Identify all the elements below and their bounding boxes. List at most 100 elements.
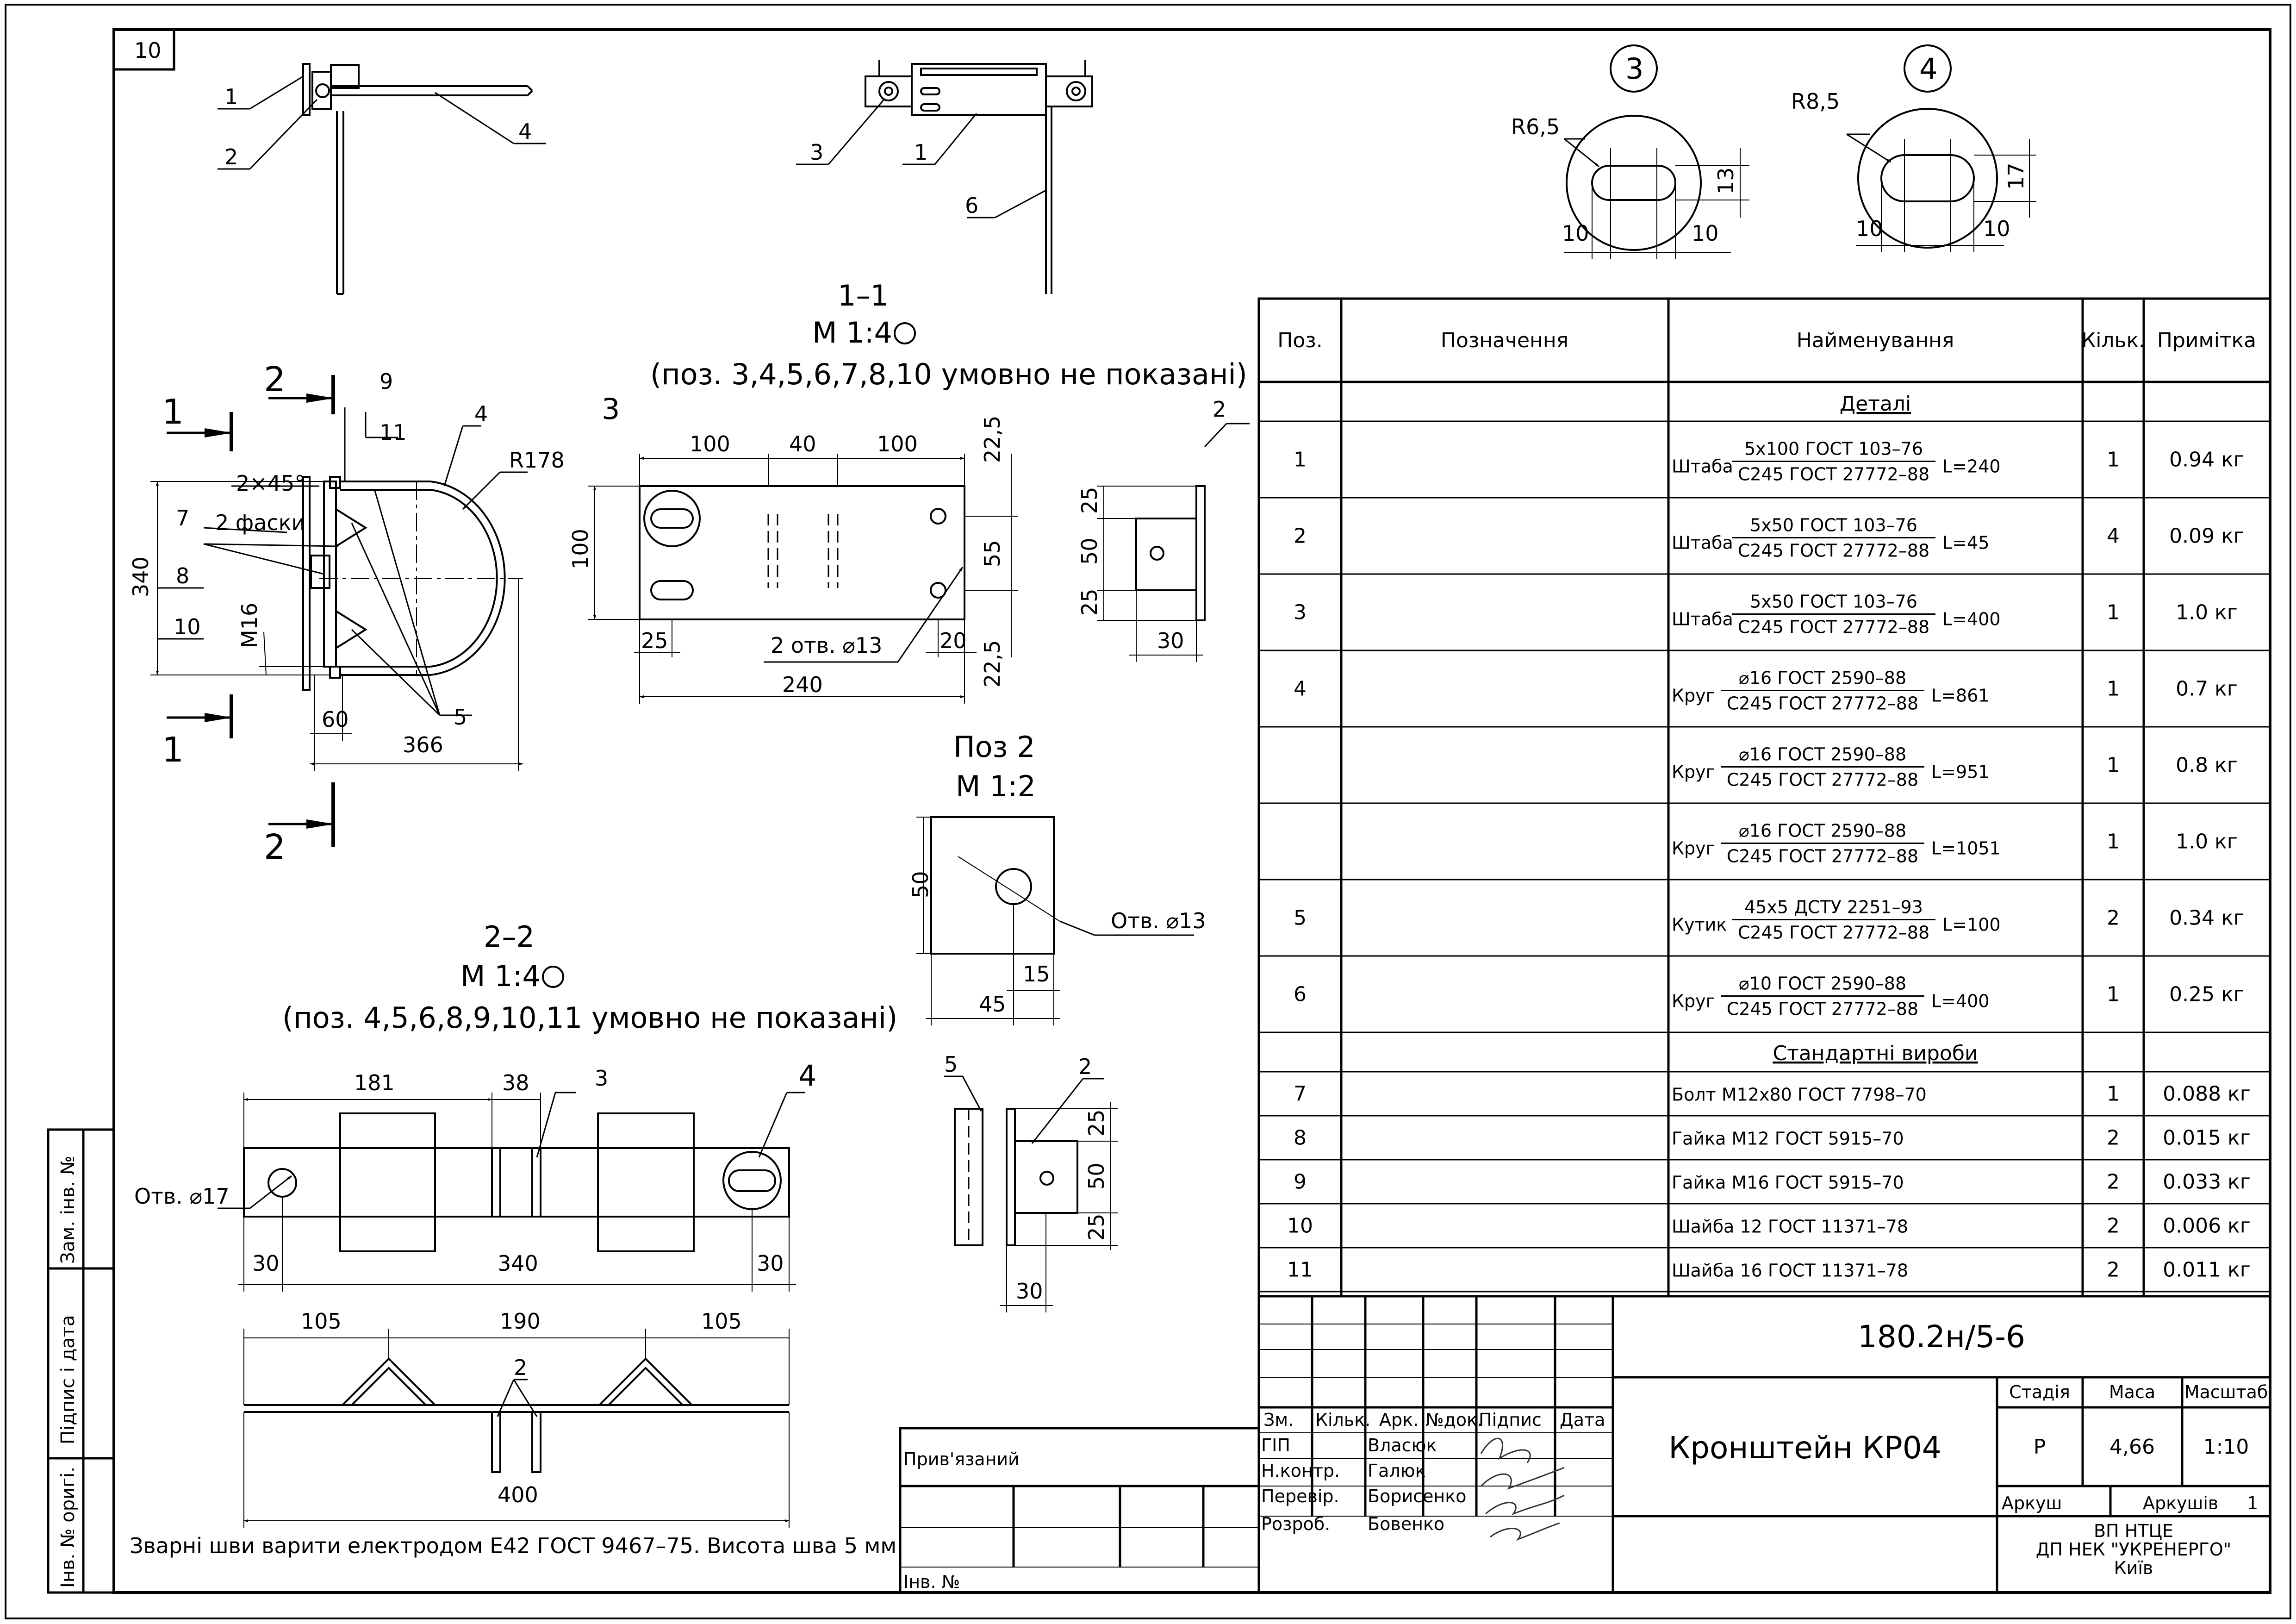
signatures — [1480, 1437, 1565, 1541]
tb-col-doc: №док. — [1425, 1410, 1483, 1430]
section-1-dims — [588, 454, 1018, 704]
detail-3-circle: 3 — [1625, 52, 1643, 86]
spec-row-spec-bottom: С245 ГОСТ 27772–88 — [1727, 999, 1918, 1019]
tb-sheet-label: Аркуш — [2002, 1493, 2062, 1513]
stamp-replace-inv: Зам. інв. № — [57, 1156, 79, 1264]
poz2-dim-15: 15 — [1023, 962, 1050, 987]
side2-dim-50: 50 — [1077, 537, 1102, 565]
s2-hole: Отв. ⌀17 — [134, 1184, 230, 1209]
detail-3 — [1564, 44, 1749, 259]
detail-4-left: 10 — [1856, 216, 1883, 241]
detail-4-right: 10 — [1983, 216, 2010, 241]
spec-row-spec-bottom: С245 ГОСТ 27772–88 — [1738, 464, 1929, 485]
spec-row-length: L=951 — [1931, 762, 1990, 782]
s2-callout-3: 3 — [595, 1066, 608, 1091]
section-2-note: (поз. 4,5,6,8,9,10,11 умовно не показані… — [282, 1001, 897, 1035]
tb-stage-label: Стадія — [2009, 1382, 2070, 1402]
s2-dim-105-right: 105 — [701, 1309, 742, 1334]
side5-dim-30: 30 — [1016, 1279, 1043, 1304]
cut-2-bottom: 2 — [264, 827, 286, 867]
tb-code: 180.2н/5-6 — [1858, 1319, 2025, 1355]
u-callout-9: 9 — [380, 369, 393, 394]
spec-row-spec-top: 5х100 ГОСТ 103–76 — [1744, 439, 1923, 459]
callout-1-top-b: 1 — [914, 140, 927, 165]
sheet-outer-border — [5, 4, 2291, 1619]
callout-4-top-a: 4 — [518, 119, 532, 144]
spec-header-qty: Кільк. — [2081, 329, 2145, 352]
s2-dim-400: 400 — [498, 1482, 538, 1507]
u-two-chamfers: 2 фаски — [215, 510, 305, 535]
poz2-plate — [930, 816, 1060, 955]
sheet-number-box — [112, 28, 175, 71]
side5-dim-25-top: 25 — [1084, 1109, 1109, 1137]
holes-note: 2 отв. ⌀13 — [771, 633, 882, 658]
section-1-scale: М 1:4 — [812, 316, 892, 350]
side-view-5-dims — [1000, 1102, 1118, 1312]
dim-22-5-bottom: 22,5 — [980, 640, 1005, 687]
spec-row-pos: 8 — [1294, 1126, 1307, 1150]
callout-1-top-a: 1 — [224, 84, 238, 109]
spec-row-qty: 2 — [2107, 1126, 2120, 1150]
spec-row-name: Шайба 16 ГОСТ 11371–78 — [1672, 1261, 1908, 1281]
spec-row-note: 0.34 кг — [2169, 906, 2244, 930]
side5-dim-25-bottom: 25 — [1084, 1213, 1109, 1241]
spec-row-qty: 1 — [2107, 754, 2120, 777]
spec-row-pos: 1 — [1294, 448, 1307, 472]
side2-dim-30: 30 — [1157, 628, 1184, 653]
tb-col-sheet: Арк. — [1379, 1410, 1419, 1430]
u-dim-366: 366 — [403, 732, 443, 757]
stamp-original-inv: Інв. № оригі. — [57, 1467, 79, 1588]
poz2-dims — [916, 817, 1194, 1025]
dim-22-5-top: 22,5 — [980, 416, 1005, 463]
top-view-b — [796, 60, 1093, 294]
tb-name-dev: Бовенко — [1368, 1514, 1444, 1534]
callout-6-top-b: 6 — [965, 193, 978, 218]
detail-3-left: 10 — [1562, 221, 1589, 246]
section-1-title: 1–1 — [838, 279, 889, 312]
side5-dim-50: 50 — [1084, 1162, 1109, 1190]
spec-row-name: Гайка М16 ГОСТ 5915–70 — [1672, 1173, 1904, 1193]
spec-row-pos: 4 — [1294, 677, 1307, 701]
spec-row-name: Гайка М12 ГОСТ 5915–70 — [1672, 1129, 1904, 1149]
cut-2-top: 2 — [264, 360, 286, 400]
spec-row-spec-bottom: С245 ГОСТ 27772–88 — [1727, 770, 1918, 790]
stamp-signature-date: Підпис і дата — [57, 1315, 79, 1444]
side-view-2-dims — [1097, 486, 1203, 662]
spec-row-spec-bottom: С245 ГОСТ 27772–88 — [1738, 923, 1929, 943]
u-callout-10: 10 — [174, 614, 201, 639]
spec-row-qty: 4 — [2107, 525, 2120, 548]
s2-callout-2: 2 — [514, 1355, 527, 1380]
spec-row-pos: 9 — [1294, 1170, 1307, 1194]
spec-row-pos: 2 — [1294, 525, 1307, 548]
tb-role-gip: ГІП — [1261, 1435, 1290, 1455]
spec-row-pos: 7 — [1294, 1082, 1307, 1106]
side-view-2 — [1135, 423, 1250, 621]
spec-row-spec-bottom: С245 ГОСТ 27772–88 — [1727, 693, 1918, 714]
spec-row-note: 0.09 кг — [2169, 525, 2244, 548]
spec-row-qty: 1 — [2107, 830, 2120, 854]
poz2-scale: М 1:2 — [956, 769, 1036, 803]
spec-header-pos: Поз. — [1277, 329, 1322, 352]
tb-col-zm: Зм. — [1263, 1410, 1294, 1430]
side2-dim-25-bottom: 25 — [1077, 588, 1102, 616]
tb-name-gip: Власюк — [1368, 1435, 1437, 1455]
weld-note: Зварні шви варити електродом Е42 ГОСТ 94… — [130, 1533, 903, 1558]
s2-dim-105-left: 105 — [301, 1309, 342, 1334]
tb-scale: 1:10 — [2203, 1435, 2249, 1459]
title-block-grid — [899, 1295, 2271, 1594]
spec-row-note: 0.015 кг — [2163, 1126, 2251, 1150]
dim-55: 55 — [980, 540, 1005, 567]
spec-row-qty: 2 — [2107, 1214, 2120, 1238]
spec-row-length: L=45 — [1942, 533, 1989, 553]
spec-row-name: Кутик — [1672, 915, 1727, 935]
spec-row-name: Круг — [1672, 991, 1715, 1012]
s2-dim-181: 181 — [354, 1070, 395, 1095]
spec-row-length: L=100 — [1942, 915, 2001, 935]
spec-row-note: 0.006 кг — [2163, 1214, 2251, 1238]
detail-3-height: 13 — [1713, 167, 1738, 194]
spec-row-note: 1.0 кг — [2176, 830, 2238, 854]
tb-org-2: ДП НЕК "УКРЕНЕРГО" — [2036, 1539, 2232, 1560]
u-callout-11: 11 — [380, 420, 407, 445]
